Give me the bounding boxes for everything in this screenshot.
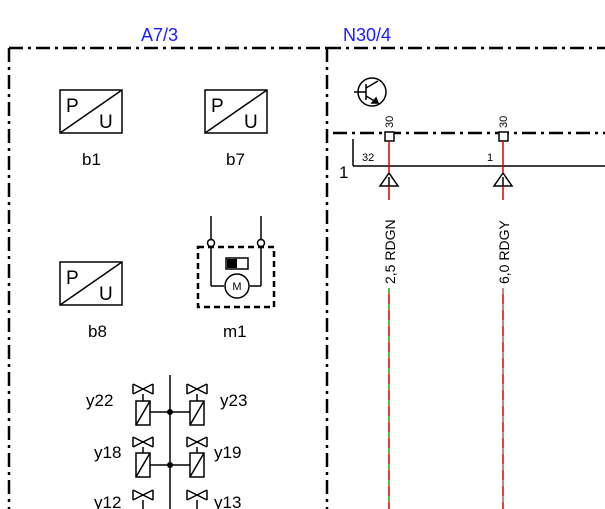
motor-m1: M <box>196 216 276 309</box>
transistor-icon <box>354 77 387 107</box>
pin-number: 30 <box>498 116 510 128</box>
junction-dot <box>167 462 173 468</box>
cavity-number: 32 <box>362 152 374 164</box>
valve-label-y22: y22 <box>86 391 113 410</box>
module-label-n30-4: N30/4 <box>343 25 391 45</box>
connector-row-label: 1 <box>339 163 348 182</box>
valve-label-y13: y13 <box>214 493 241 509</box>
connector-pin-1: 30 32 <box>362 116 400 187</box>
valve-label-y19: y19 <box>214 443 241 462</box>
wire-label-2: 6,0 RDGY <box>496 220 512 284</box>
motor-label-m1: m1 <box>223 322 247 341</box>
wire-label-1: 2,5 RDGN <box>382 219 398 284</box>
valve-label-y23: y23 <box>220 391 247 410</box>
pressure-sensor-b1: P U <box>59 89 123 134</box>
sensor-p-letter: P <box>211 96 224 117</box>
connector-pin-2: 30 1 <box>487 116 514 187</box>
pin-number: 30 <box>384 116 396 128</box>
motor-symbol: M <box>232 281 241 293</box>
pressure-sensor-b7: P U <box>204 89 268 134</box>
sensor-label-b8: b8 <box>88 322 107 341</box>
valve-block <box>132 375 208 509</box>
module-boundary-a7-3 <box>7 46 605 509</box>
sensor-label-b7: b7 <box>226 150 245 169</box>
sensor-u-letter: U <box>99 112 113 133</box>
pressure-sensor-b8: P U <box>59 261 123 306</box>
sensor-u-letter: U <box>99 284 113 305</box>
valve-label-y12: y12 <box>94 493 121 509</box>
junction-dot <box>167 409 173 415</box>
sensor-u-letter: U <box>244 112 258 133</box>
cavity-number: 1 <box>487 152 493 164</box>
sensor-label-b1: b1 <box>82 150 101 169</box>
module-label-a7-3: A7/3 <box>141 25 178 45</box>
sensor-p-letter: P <box>66 96 79 117</box>
connector-row <box>352 139 605 167</box>
motor-icon <box>224 273 250 299</box>
sensor-p-letter: P <box>66 268 79 289</box>
valve-label-y18: y18 <box>94 443 121 462</box>
